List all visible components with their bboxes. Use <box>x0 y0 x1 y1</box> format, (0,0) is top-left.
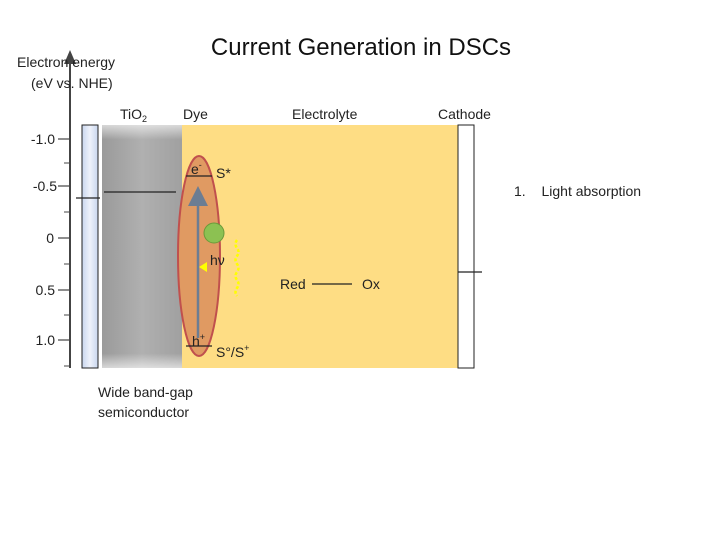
axis-label-line2: (eV vs. NHE) <box>31 75 113 91</box>
axis-tick-label: -1.0 <box>30 131 55 147</box>
step-item: 1. Light absorption <box>514 183 641 199</box>
ground-state-charge: + <box>244 343 250 353</box>
electrolyte-region <box>178 125 460 368</box>
hole-charge: + <box>199 332 206 342</box>
ground-state-symbol: S°/S <box>216 344 245 360</box>
electron-charge: - <box>198 160 202 170</box>
step-number: 1. <box>514 183 526 199</box>
dye-molecule-icon <box>203 222 225 244</box>
anode-electrode <box>81 124 99 369</box>
axis-tick-label: 1.0 <box>35 332 55 348</box>
photon-arrow-icon <box>199 262 207 272</box>
column-header-electrolyte: Electrolyte <box>292 106 358 122</box>
hole-label: h+ <box>192 332 206 349</box>
redox-ox-label: Ox <box>362 276 380 292</box>
column-header-dye: Dye <box>183 106 208 122</box>
photon-icon <box>234 239 240 297</box>
cathode-electrode <box>457 124 475 369</box>
electron-symbol: e <box>191 161 199 177</box>
axis-tick-label: 0.5 <box>35 282 55 298</box>
semiconductor-caption-line2: semiconductor <box>98 404 190 420</box>
redox-red-label: Red <box>280 276 306 292</box>
hole-symbol: h <box>192 333 200 349</box>
column-header-tio2: TiO2 <box>120 106 148 124</box>
tio2-subscript: 2 <box>142 114 148 124</box>
semiconductor-caption-line1: Wide band-gap <box>98 384 193 400</box>
energy-axis-arrow-icon <box>64 50 76 64</box>
axis-tick-label: 0 <box>46 230 54 246</box>
step-text: Light absorption <box>541 183 642 199</box>
ground-state-label: S°/S+ <box>216 343 250 360</box>
photon-energy-label: hν <box>210 252 225 268</box>
excited-state-label: S* <box>216 165 231 181</box>
axis-tick-label: -0.5 <box>32 178 57 194</box>
column-header-cathode: Cathode <box>438 106 491 122</box>
axis-label-line1: Electron energy <box>17 54 116 70</box>
electron-label: e- <box>191 160 202 177</box>
tio2-label: TiO <box>120 106 143 122</box>
page-title: Current Generation in DSCs <box>210 34 512 61</box>
